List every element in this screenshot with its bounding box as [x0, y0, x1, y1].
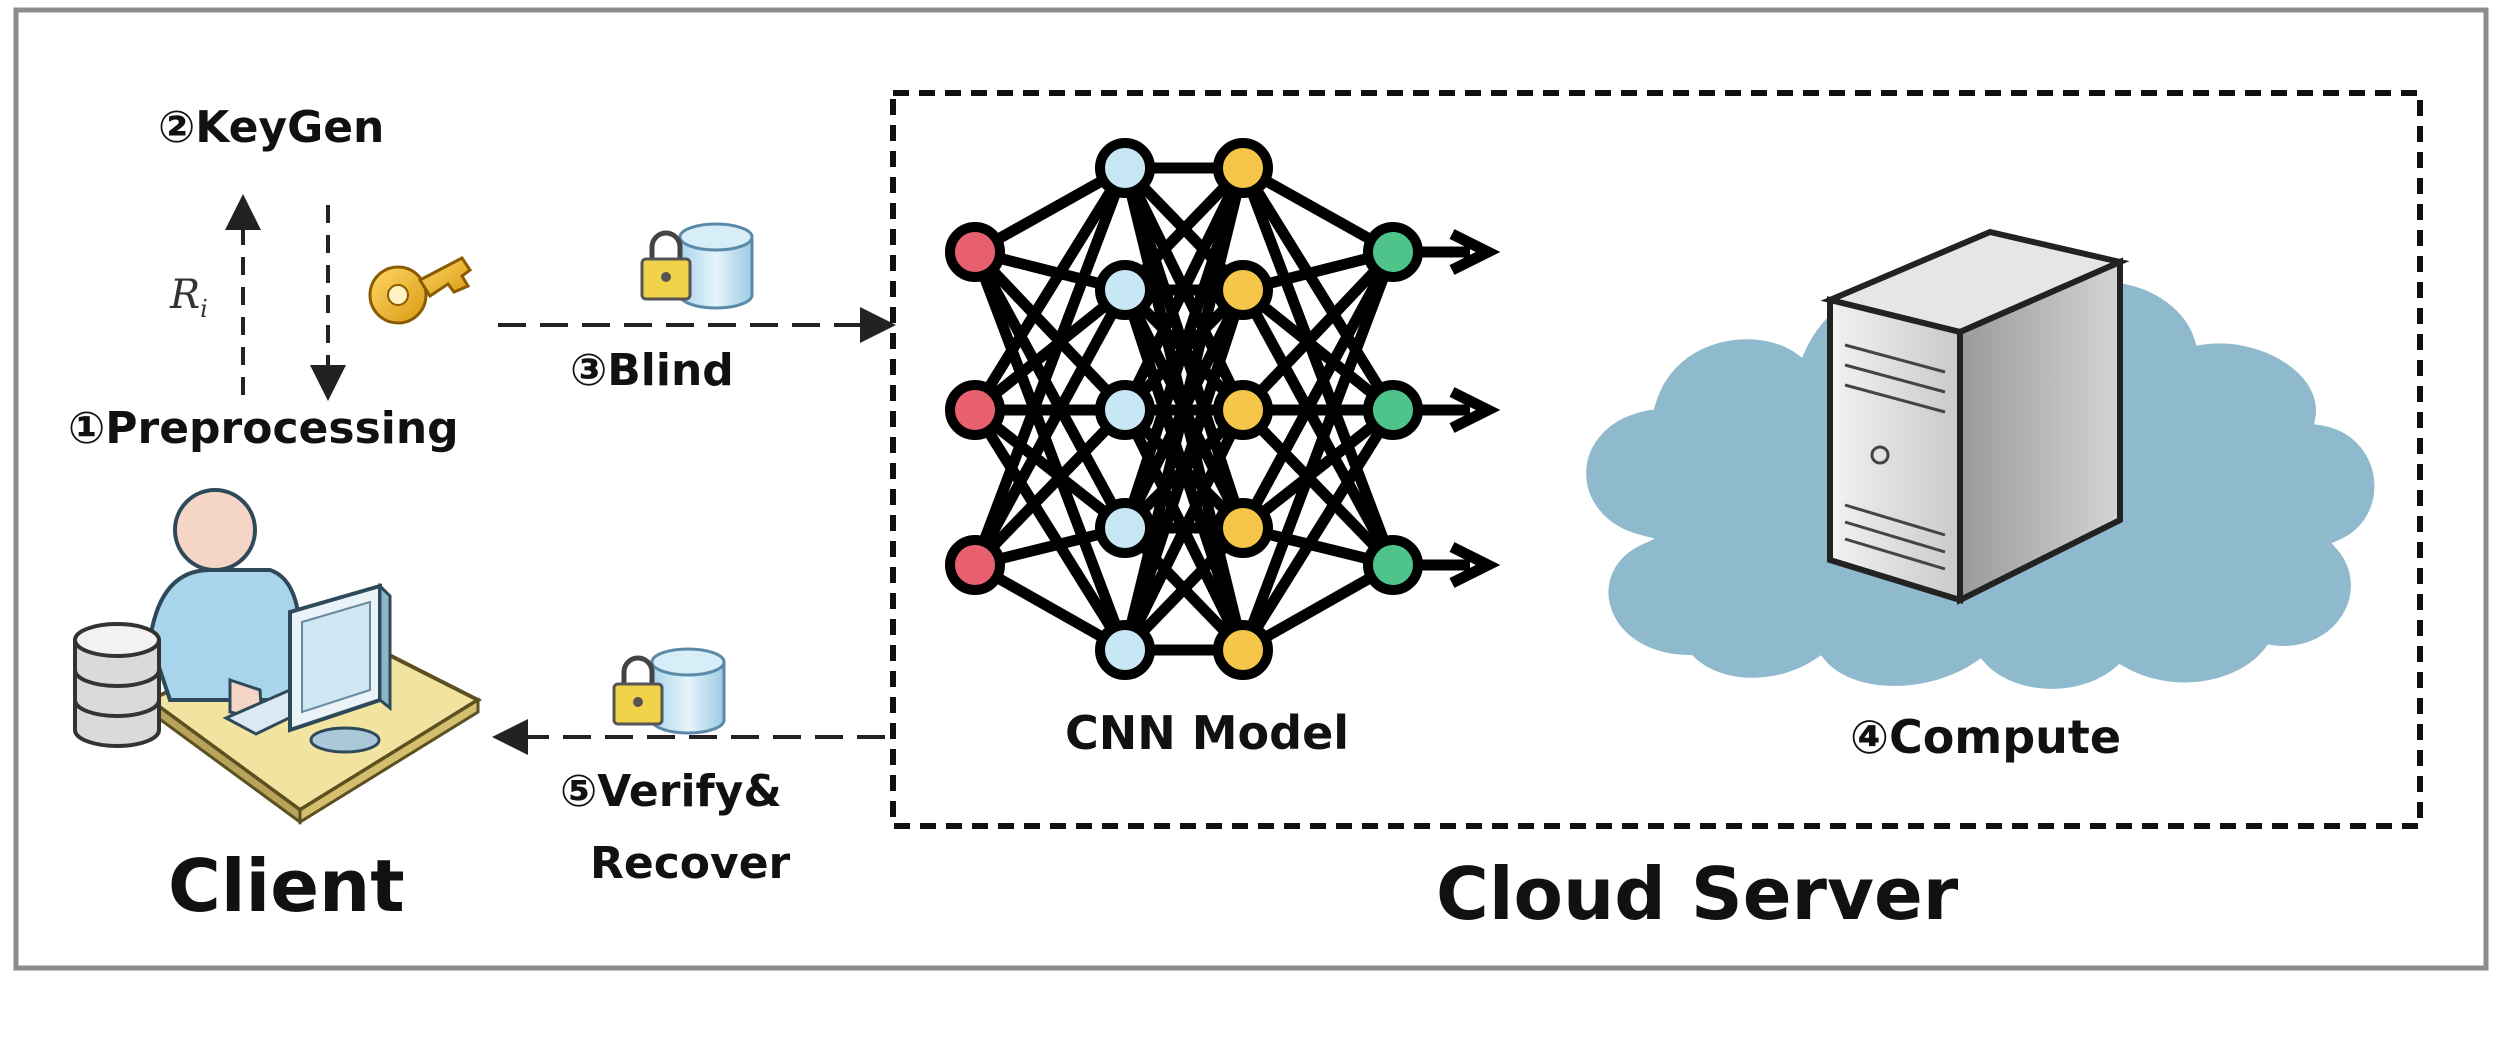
network-node-layer-2 — [1095, 138, 1155, 198]
preprocessing-label: ①Preprocessing — [68, 403, 459, 454]
network-node-layer-3 — [1213, 260, 1273, 320]
network-edge — [970, 407, 1130, 653]
network-node-layer-2 — [1095, 380, 1155, 440]
outer-frame — [13, 7, 2489, 971]
ri-main: R — [170, 272, 201, 318]
cloud-server-label: Cloud Server — [1436, 852, 1959, 936]
network-edge — [1120, 407, 1248, 653]
network-edge — [1119, 288, 1249, 652]
network-edge — [1237, 166, 1399, 567]
client-label: Client — [168, 844, 405, 928]
keygen-label: ②KeyGen — [158, 102, 385, 153]
network-edge — [970, 249, 1130, 531]
network-node-layer-3 — [1213, 380, 1273, 440]
verify-label-line2: Recover — [590, 838, 791, 889]
verify-label-line1: ⑤Verify& — [560, 766, 782, 817]
network-edge — [970, 287, 1130, 568]
network-edge — [1239, 248, 1397, 414]
network-node-layer-4 — [1363, 535, 1423, 595]
cnn-model-label: CNN Model — [1065, 706, 1350, 760]
key-icon — [368, 256, 473, 325]
network-edge — [969, 250, 1131, 652]
cloud-server-boundary — [890, 90, 2423, 829]
network-edge — [1239, 285, 1397, 415]
output-arrow-head — [1449, 229, 1501, 275]
output-arrow-head — [1449, 387, 1501, 433]
output-arrow-head — [1449, 542, 1501, 588]
network-edge — [971, 405, 1129, 533]
ri-subscript: i — [200, 295, 208, 323]
compute-label: ④Compute — [1850, 710, 2122, 764]
cnn-model-network — [945, 138, 1501, 680]
network-edge — [970, 165, 1130, 413]
network-edge — [969, 166, 1131, 567]
client-database-icon — [73, 622, 161, 748]
ri-label: Ri — [170, 272, 208, 323]
network-node-layer-4 — [1363, 380, 1423, 440]
network-node-layer-2 — [1095, 260, 1155, 320]
network-node-layer-1 — [945, 380, 1005, 440]
network-edge — [1238, 165, 1398, 413]
network-edge — [1239, 405, 1397, 533]
network-node-layer-3 — [1213, 138, 1273, 198]
network-edge — [1239, 406, 1397, 569]
network-edge — [971, 285, 1129, 415]
network-node-layer-1 — [945, 222, 1005, 282]
network-edge — [1238, 249, 1398, 531]
network-edge — [1237, 250, 1399, 652]
network-node-layer-3 — [1213, 620, 1273, 680]
network-node-layer-4 — [1363, 222, 1423, 282]
network-edge — [971, 406, 1129, 569]
locked-database-icon-return — [612, 647, 726, 735]
blind-label: ③Blind — [570, 345, 734, 396]
network-edge — [1238, 407, 1398, 653]
network-node-layer-1 — [945, 535, 1005, 595]
network-node-layer-3 — [1213, 498, 1273, 558]
server-tower-icon — [1820, 228, 2130, 605]
network-edge — [1238, 287, 1398, 568]
locked-database-icon — [640, 222, 754, 310]
network-edge — [1119, 166, 1249, 652]
network-node-layer-2 — [1095, 620, 1155, 680]
client-user-icon — [73, 488, 483, 825]
network-node-layer-2 — [1095, 498, 1155, 558]
network-edge — [971, 248, 1129, 414]
network-edge — [1120, 165, 1248, 413]
